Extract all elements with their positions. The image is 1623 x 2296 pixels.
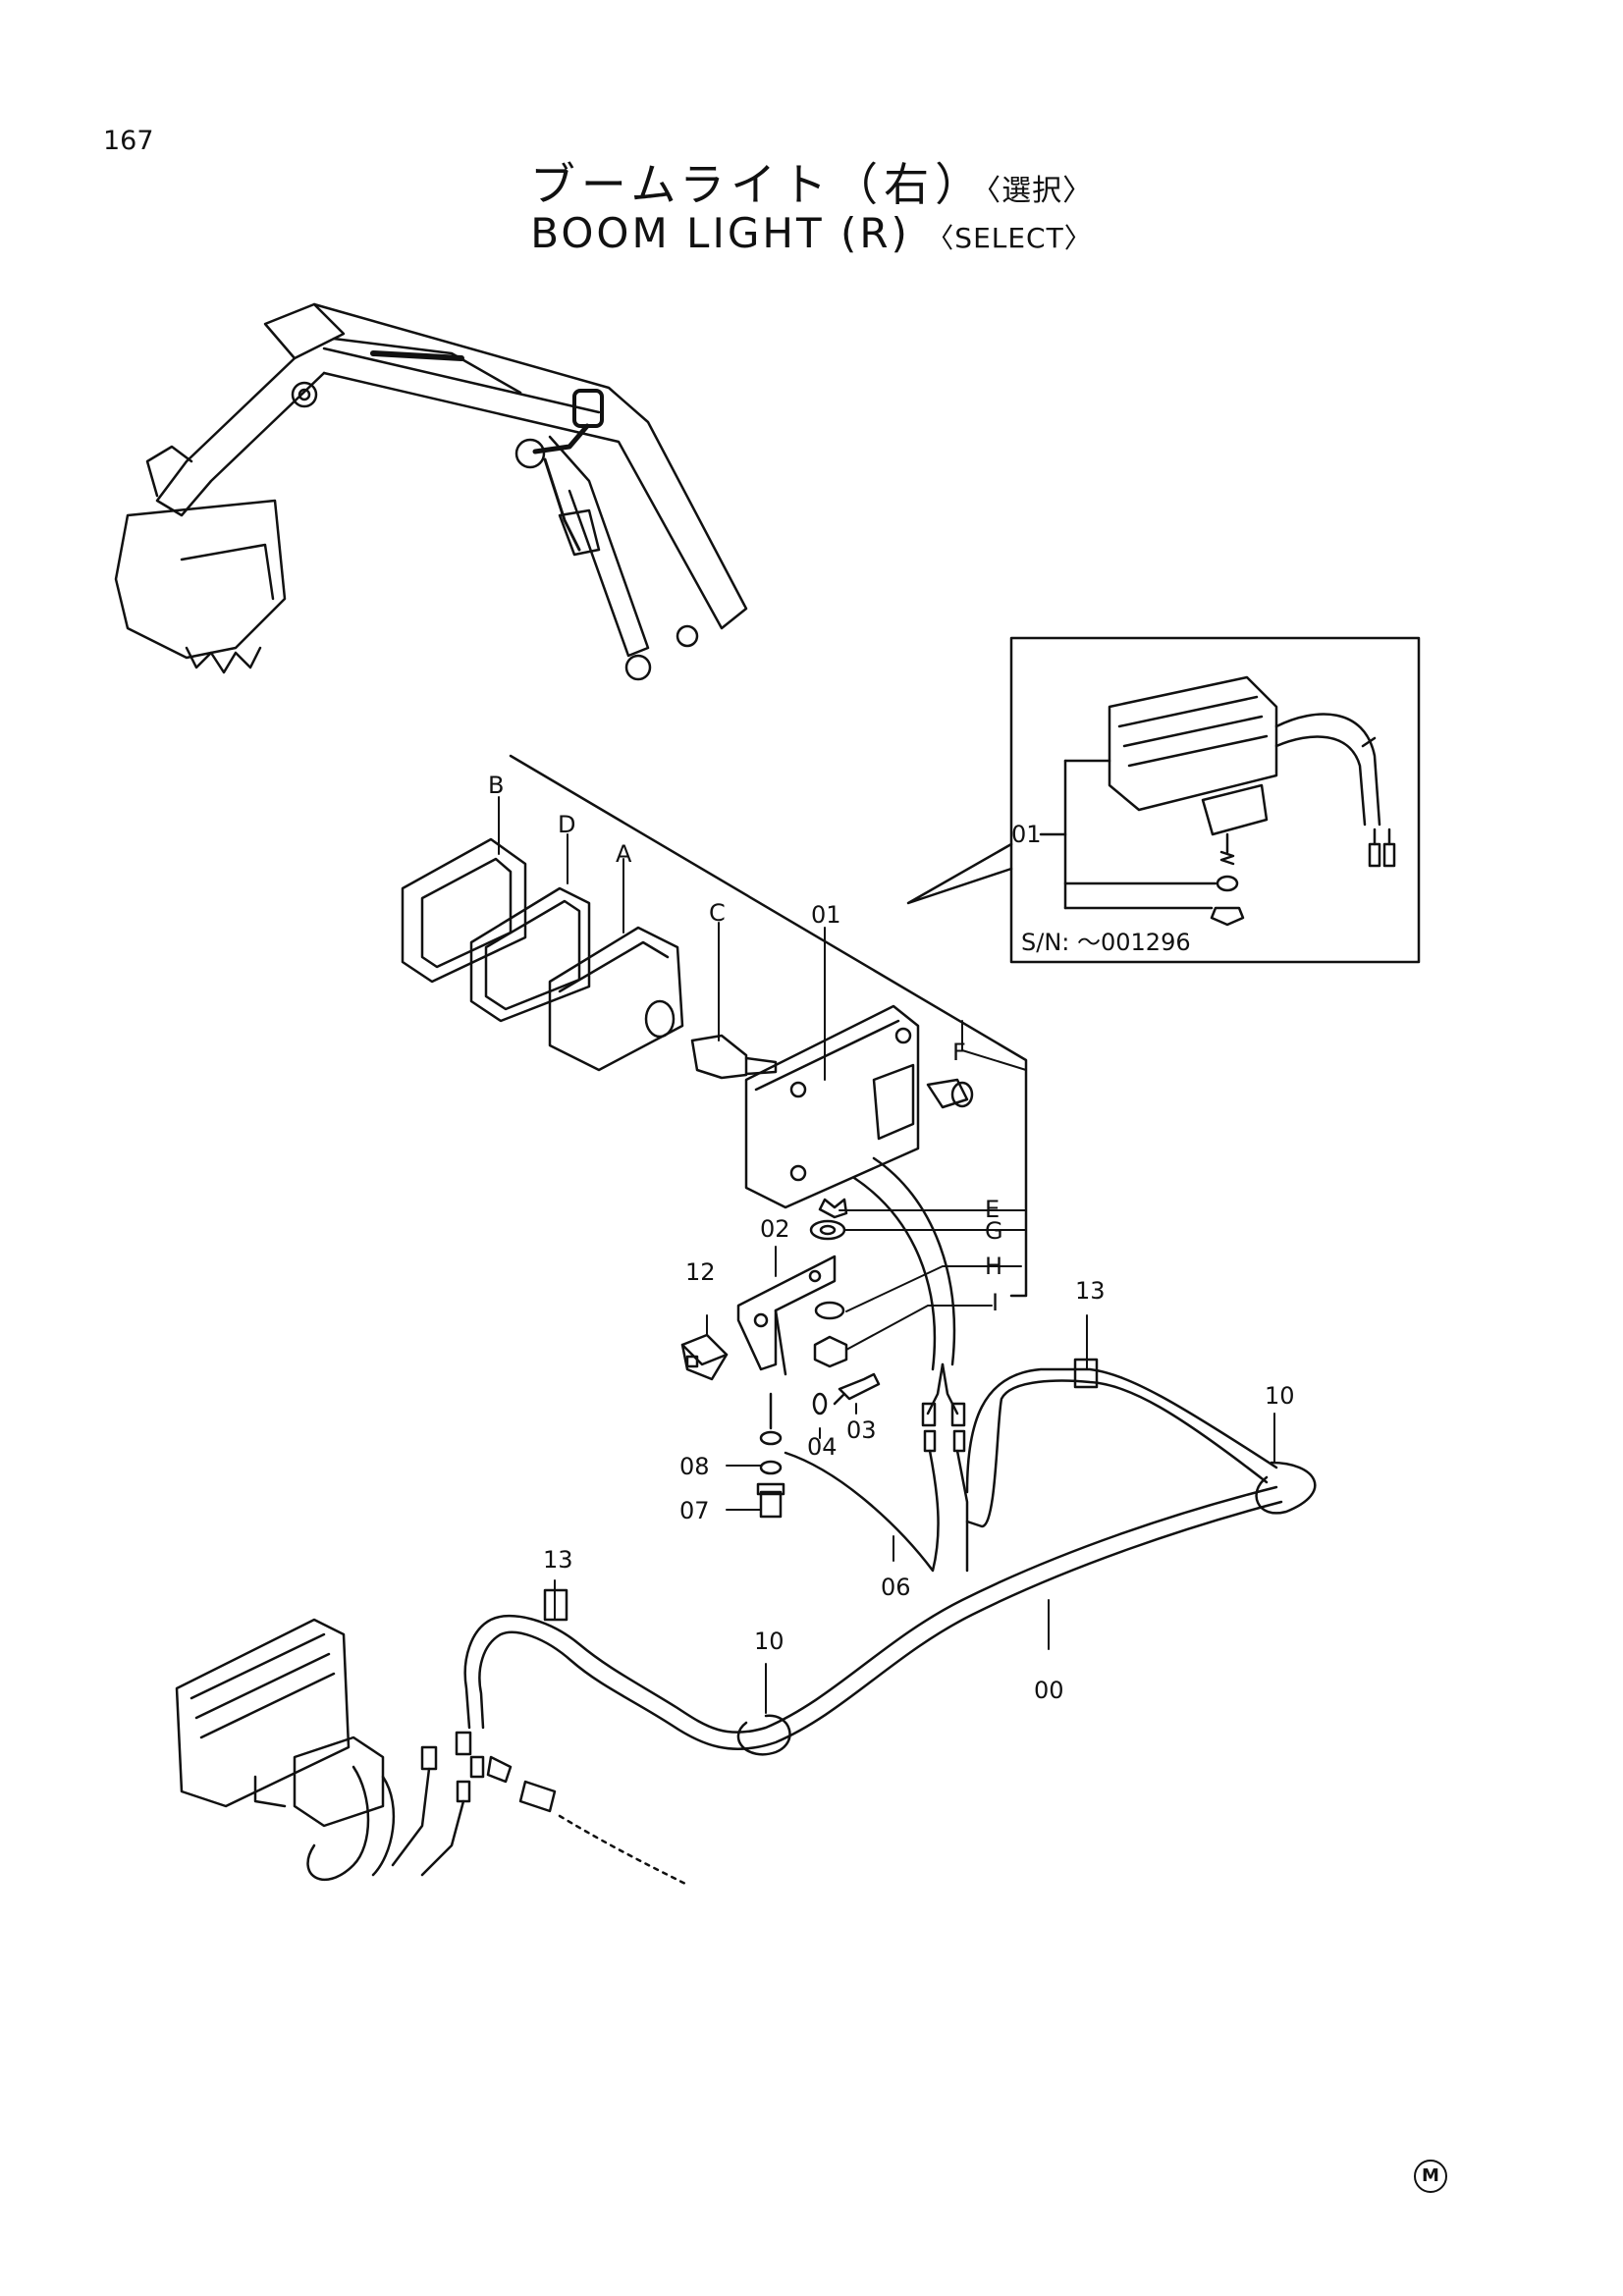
- callout-E: E: [985, 1196, 1000, 1223]
- second-lamp-drawing: [175, 1618, 689, 1887]
- callout-08: 08: [679, 1453, 710, 1480]
- title-japanese-main: ブームライト（右）: [529, 158, 987, 211]
- wiring-harness: [463, 1358, 1317, 1756]
- title-japanese: ブームライト（右）〈選択〉: [0, 149, 1623, 214]
- callout-07: 07: [679, 1497, 710, 1524]
- callout-02: 02: [760, 1215, 790, 1243]
- title-english-main: BOOM LIGHT (R): [530, 209, 910, 257]
- callout-04: 04: [807, 1433, 838, 1461]
- footer-mark: M: [1414, 2160, 1447, 2193]
- callout-H: H: [985, 1253, 1002, 1280]
- callout-C: C: [709, 899, 726, 927]
- callout-B: B: [488, 772, 504, 799]
- excavator-attachment-drawing: [114, 302, 748, 681]
- callout-13-lower: 13: [543, 1546, 573, 1574]
- callout-06: 06: [881, 1574, 911, 1601]
- callout-A: A: [616, 840, 632, 868]
- lamp-exploded-view: [401, 754, 1028, 1573]
- callout-13-upper: 13: [1075, 1277, 1106, 1305]
- callout-G: G: [985, 1217, 1003, 1245]
- callout-D: D: [558, 811, 575, 838]
- callout-03: 03: [846, 1416, 877, 1444]
- callout-leaders: [498, 796, 1275, 1714]
- title-english-suffix: 〈SELECT〉: [926, 222, 1093, 254]
- callout-10-right: 10: [1265, 1382, 1295, 1410]
- callout-12: 12: [685, 1258, 716, 1286]
- callout-10-lower: 10: [754, 1628, 784, 1655]
- inset-part-label: 01: [1011, 821, 1042, 848]
- inset-serial-note: S/N: ～001296: [1021, 929, 1191, 956]
- callout-labels: B D A C 01 F E G H I 02 12 03 04 08 07 0…: [488, 772, 1295, 1704]
- page-number: 167: [103, 126, 154, 156]
- title-english: BOOM LIGHT (R) 〈SELECT〉: [0, 209, 1623, 257]
- callout-I: I: [992, 1289, 999, 1316]
- callout-00: 00: [1034, 1677, 1064, 1704]
- callout-01: 01: [811, 901, 841, 929]
- title-japanese-suffix: 〈選択〉: [986, 174, 1094, 208]
- callout-F: F: [952, 1039, 966, 1066]
- inset-box: 01 S/N: ～001296: [906, 636, 1421, 964]
